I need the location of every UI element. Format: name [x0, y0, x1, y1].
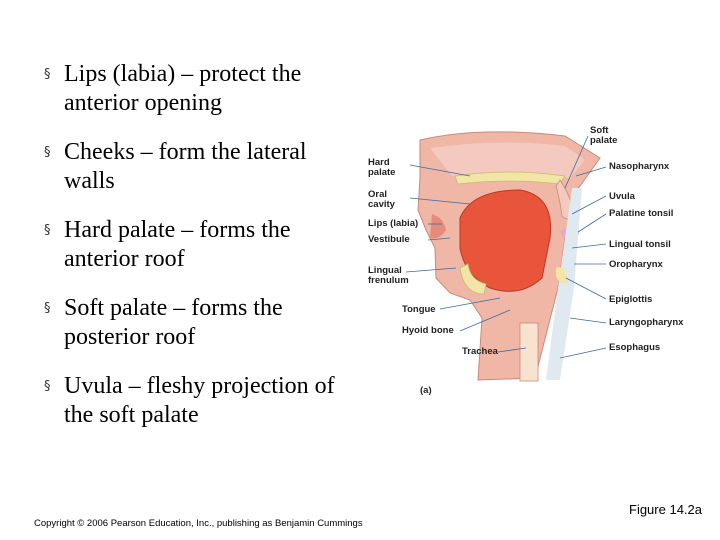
label-oropharynx: Oropharynx [609, 259, 663, 270]
bullet-soft-palate: § Soft palate – forms the posterior roof [44, 294, 344, 352]
bullet-uvula: § Uvula – fleshy projection of the soft … [44, 372, 344, 430]
leader-line [459, 309, 511, 332]
pharynx-airway [546, 188, 582, 380]
label-trachea: Trachea [462, 346, 498, 357]
bullet-icon: § [44, 67, 51, 82]
leader-line [571, 195, 607, 215]
copyright-notice: Copyright © 2006 Pearson Education, Inc.… [34, 518, 363, 529]
bullet-cheeks: § Cheeks – form the lateral walls [44, 138, 344, 196]
label-laryngopharynx: Laryngopharynx [609, 317, 684, 328]
label-lingual-frenulum: Lingual frenulum [368, 265, 409, 286]
leader-line [439, 297, 501, 310]
leader-line [559, 347, 607, 359]
oral-cavity-illustration [405, 131, 607, 382]
label-palatine-tonsil: Palatine tonsil [609, 208, 674, 219]
leader-line [569, 317, 607, 324]
figure-reference: Figure 14.2a [629, 502, 702, 517]
mandible-bone [459, 263, 487, 295]
label-panel: (a) [420, 385, 432, 396]
bullet-hard-palate: § Hard palate – forms the anterior roof [44, 216, 344, 274]
label-epiglottis: Epiglottis [609, 294, 653, 305]
label-lingual-tonsil: Lingual tonsil [609, 239, 671, 250]
leader-line [571, 243, 607, 249]
bullet-icon: § [44, 301, 51, 316]
leader-lines [405, 135, 607, 359]
bullet-text: Uvula – fleshy projection of the soft pa… [64, 373, 335, 428]
label-soft-palate: Soft palate [590, 125, 618, 146]
label-uvula: Uvula [609, 191, 635, 202]
tongue-muscle [459, 189, 552, 292]
label-lips: Lips (labia) [368, 218, 419, 229]
label-hyoid-bone: Hyoid bone [402, 325, 454, 336]
lips-tissue [430, 214, 446, 239]
bullet-text: Hard palate – forms the anterior roof [64, 217, 291, 272]
bullet-text: Lips (labia) – protect the anterior open… [64, 61, 302, 116]
label-tongue: Tongue [402, 304, 436, 315]
leader-line [575, 166, 607, 177]
label-oral-cavity: Oral cavity [368, 189, 395, 210]
label-nasopharynx: Nasopharynx [609, 161, 670, 172]
leader-line [405, 267, 457, 273]
bullet-text: Cheeks – form the lateral walls [64, 139, 307, 194]
nasal-cavity [430, 142, 585, 178]
label-esophagus: Esophagus [609, 342, 661, 353]
bullet-icon: § [44, 145, 51, 160]
leader-line [565, 277, 607, 300]
leader-line [427, 237, 451, 241]
leader-line [409, 197, 471, 205]
leader-line [409, 164, 471, 177]
label-hard-palate: Hard palate [368, 157, 396, 178]
bullet-text: Soft palate – forms the posterior roof [64, 295, 283, 350]
bullet-lips: § Lips (labia) – protect the anterior op… [44, 60, 344, 118]
trachea-tube [519, 322, 539, 382]
leader-line [564, 135, 589, 189]
bullet-list: § Lips (labia) – protect the anterior op… [44, 60, 344, 450]
label-vestibule: Vestibule [368, 234, 410, 245]
epiglottis-tissue [556, 267, 568, 284]
leader-line [577, 213, 607, 233]
bullet-icon: § [44, 379, 51, 394]
leader-line [497, 347, 527, 353]
bullet-icon: § [44, 223, 51, 238]
anatomy-figure: Hard palate Oral cavity Lips (labia) Ves… [360, 118, 715, 408]
